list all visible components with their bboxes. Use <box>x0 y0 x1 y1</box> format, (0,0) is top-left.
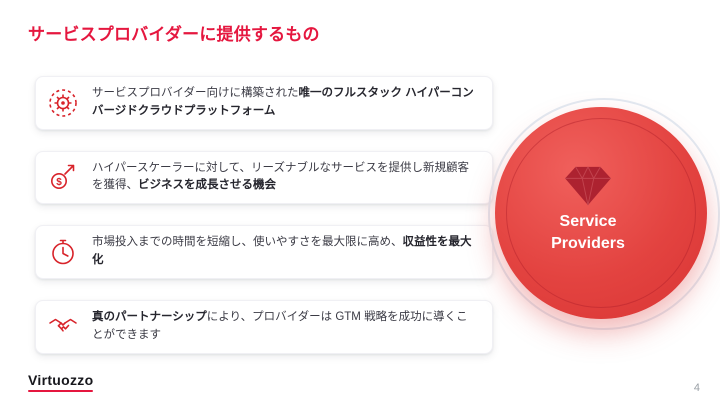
svg-text:$: $ <box>56 177 62 188</box>
growth-dollar-icon: $ <box>46 160 80 194</box>
text-segment: ビジネスを成長させる機会 <box>138 179 276 192</box>
feature-text: 真のパートナーシップにより、プロバイダーは GTM 戦略を成功に導くことができま… <box>92 309 478 345</box>
feature-card: サービスプロバイダー向けに構築された唯一のフルスタック ハイパーコンバージドクラ… <box>35 76 493 130</box>
circle-label-line1: Service <box>559 213 617 231</box>
feature-card: 市場投入までの時間を短縮し、使いやすさを最大限に高め、収益性を最大化 <box>35 225 493 279</box>
feature-text: ハイパースケーラーに対して、リーズナブルなサービスを提供し新規顧客を獲得、ビジネ… <box>92 160 478 196</box>
feature-text: 市場投入までの時間を短縮し、使いやすさを最大限に高め、収益性を最大化 <box>92 234 478 270</box>
feature-card-list: サービスプロバイダー向けに構築された唯一のフルスタック ハイパーコンバージドクラ… <box>35 76 493 354</box>
virtuozzo-logo: Virtuozzo <box>28 372 93 393</box>
circle-halo-ring <box>488 98 720 330</box>
text-segment: サービスプロバイダー向けに構築された <box>92 87 299 99</box>
text-segment: ハイパースケーラーに対して、リーズナブルなサービスを提供し新規顧客を獲得、 <box>92 161 469 192</box>
text-segment: により、プロバイダーは GTM 戦略を成功に導くことができます <box>92 310 468 341</box>
page-title: サービスプロバイダーに提供するもの <box>28 25 320 44</box>
text-segment: 収益性を最大化 <box>92 236 472 267</box>
clock-icon <box>46 235 80 269</box>
circle-label: Service Providers <box>551 211 625 254</box>
text-segment: 真のパートナーシップ <box>92 310 207 323</box>
text-segment: 市場投入までの時間を短縮し、使いやすさを最大限に高め、 <box>92 236 403 249</box>
service-providers-circle-content: Service Providers <box>495 107 707 319</box>
gear-icon <box>46 86 80 120</box>
page-number: 4 <box>693 382 700 394</box>
handshake-icon <box>46 310 80 344</box>
feature-card: $ ハイパースケーラーに対して、リーズナブルなサービスを提供し新規顧客を獲得、ビ… <box>35 150 493 205</box>
feature-text: サービスプロバイダー向けに構築された唯一のフルスタック ハイパーコンバージドクラ… <box>92 85 478 121</box>
circle-label-line2: Providers <box>551 235 625 252</box>
service-providers-circle <box>495 107 707 319</box>
diamond-icon <box>562 165 614 207</box>
text-segment: 唯一のフルスタック ハイパーコンバージドクラウドプラットフォーム <box>92 87 474 117</box>
feature-card: 真のパートナーシップにより、プロバイダーは GTM 戦略を成功に導くことができま… <box>35 299 493 354</box>
